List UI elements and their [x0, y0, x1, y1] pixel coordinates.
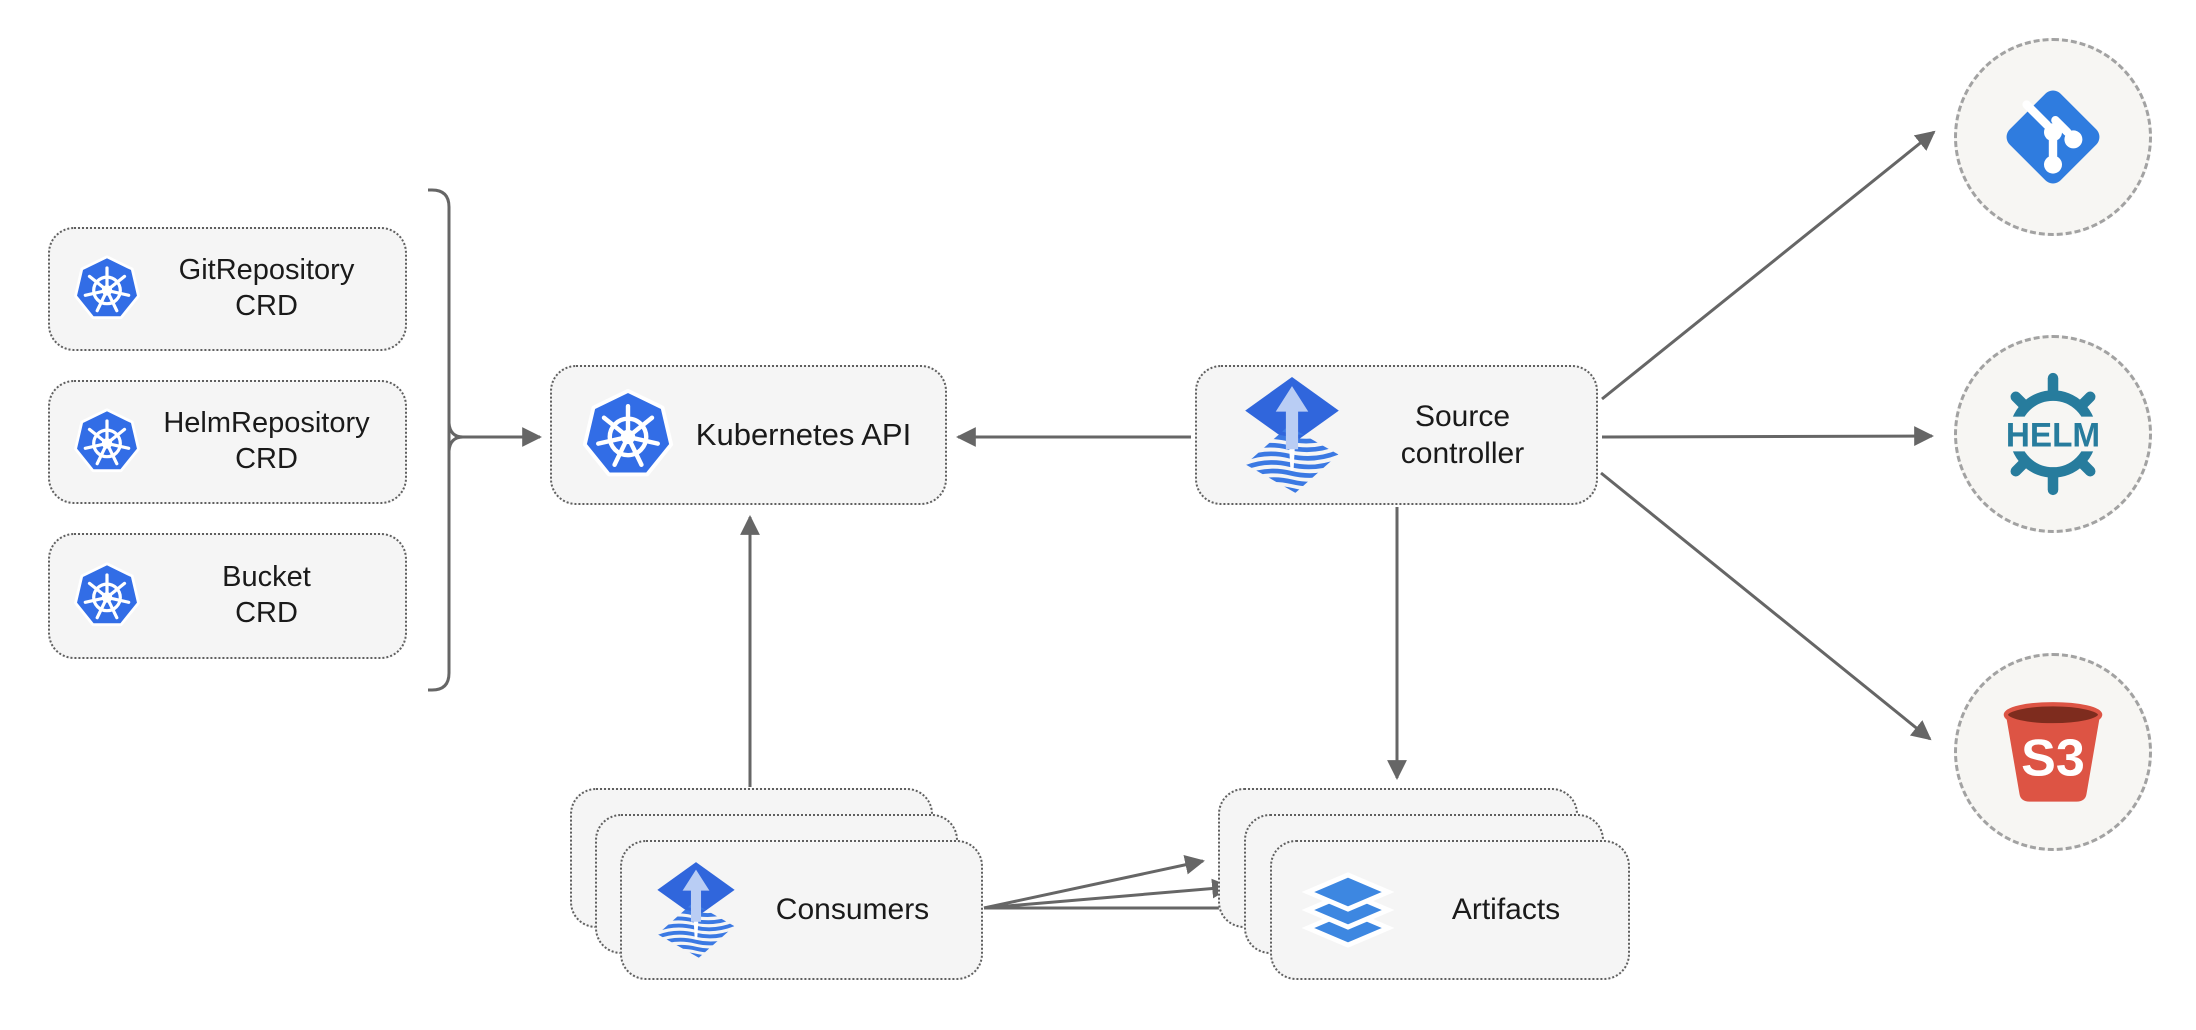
flux-icon	[1241, 377, 1342, 493]
layers-icon	[1301, 872, 1395, 948]
crd-label-line1: Bucket	[222, 561, 311, 594]
endpoint-helm: HELM	[1954, 335, 2152, 533]
source-label-line1: Source	[1414, 399, 1511, 433]
arrow-source-to-git	[1601, 130, 1936, 401]
node-label: Consumers	[775, 893, 930, 927]
node-label: Bucket CRD	[142, 560, 405, 632]
node-label: Source controller	[1343, 398, 1596, 472]
node-helmrepository-crd: HelmRepository CRD	[48, 380, 407, 504]
node-label: GitRepository CRD	[142, 253, 405, 325]
kubernetes-icon	[74, 562, 140, 627]
helm-icon: HELM	[1992, 372, 2114, 496]
arrow-consumers-to-artifacts-1	[983, 855, 1205, 910]
arrow-source-to-helm	[1601, 426, 1934, 446]
crd-label-line2: CRD	[235, 290, 298, 322]
node-consumers: Consumers	[620, 840, 983, 980]
crd-group-bracket	[428, 188, 451, 692]
arrow-consumers-to-artifacts-2	[983, 878, 1232, 910]
flux-icon	[654, 862, 738, 958]
node-source-controller: Source controller	[1195, 365, 1598, 505]
kubernetes-icon	[74, 408, 140, 473]
arrow-source-to-s3	[1600, 471, 1932, 741]
crd-label-line1: GitRepository	[178, 254, 355, 287]
crd-label-line1: HelmRepository	[163, 407, 370, 440]
s3-bucket-icon: S3	[2003, 702, 2103, 802]
helm-label: HELM	[2006, 416, 2100, 454]
crd-label-line2: CRD	[235, 443, 298, 475]
endpoint-s3: S3	[1954, 653, 2152, 851]
node-label: Kubernetes API	[695, 416, 912, 452]
node-bucket-crd: Bucket CRD	[48, 533, 407, 659]
source-label-line2: controller	[1400, 437, 1525, 470]
node-artifacts: Artifacts	[1270, 840, 1630, 980]
node-label: HelmRepository CRD	[142, 406, 405, 478]
kubernetes-icon	[74, 255, 140, 320]
node-label: Artifacts	[1451, 893, 1561, 927]
crd-label-line2: CRD	[235, 597, 298, 629]
s3-label: S3	[2021, 730, 2085, 788]
node-kubernetes-api: Kubernetes API	[550, 365, 947, 505]
git-icon	[2006, 90, 2100, 184]
node-gitrepository-crd: GitRepository CRD	[48, 227, 407, 351]
kubernetes-icon	[582, 388, 674, 477]
endpoint-git	[1954, 38, 2152, 236]
